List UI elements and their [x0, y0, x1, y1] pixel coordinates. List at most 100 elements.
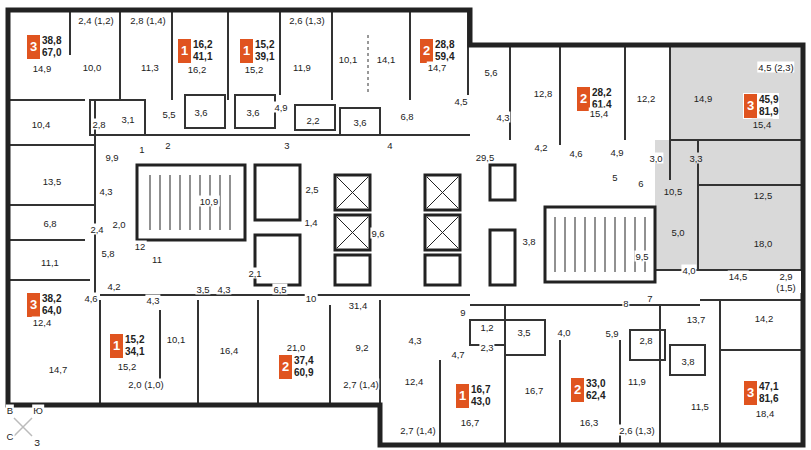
- area-label: 2,1: [247, 268, 262, 279]
- area-label: 4,6: [568, 148, 583, 159]
- living-area: 15,2: [125, 334, 144, 346]
- area-label: 11,1: [40, 257, 60, 268]
- total-area: 34,1: [125, 346, 144, 358]
- area-label: 15,4: [752, 119, 773, 130]
- area-label: Ю: [32, 405, 44, 416]
- area-label: 14,9: [32, 63, 53, 74]
- area-label: 2,8: [638, 335, 653, 346]
- living-area: 28,2: [592, 87, 611, 99]
- area-label: 5: [611, 172, 618, 183]
- area-column: 16,743,0: [469, 384, 490, 408]
- living-area: 33,0: [586, 378, 605, 390]
- area-label: 6,8: [42, 218, 57, 229]
- area-label: 2,4 (1,2): [77, 15, 114, 26]
- area-label: 4,6: [83, 293, 98, 304]
- apartment-badge: 116,241,1: [177, 38, 213, 64]
- area-label: 10,1: [338, 54, 359, 65]
- area-label: 3,6: [193, 107, 208, 118]
- room-count: 3: [744, 381, 757, 405]
- area-label: 2,8 (1,4): [129, 15, 166, 26]
- apartment-badge: 345,981,9: [743, 93, 779, 119]
- area-label: 4,3: [145, 295, 160, 306]
- area-label: 2,4: [89, 224, 104, 235]
- area-label: 10,0: [82, 62, 103, 73]
- area-label: 14,9: [693, 93, 714, 104]
- area-label: 11,9: [627, 376, 647, 387]
- area-column: 45,981,9: [757, 94, 778, 118]
- area-label: 4: [386, 140, 393, 151]
- apartment-badge: 237,460,9: [278, 354, 314, 380]
- area-label: 3,6: [352, 117, 367, 128]
- living-area: 38,2: [42, 293, 61, 305]
- area-label: 9,2: [354, 342, 369, 353]
- apartment-badge: 338,264,0: [26, 292, 62, 318]
- area-label: 9,9: [104, 152, 119, 163]
- area-label: 4,2: [533, 142, 548, 153]
- area-column: 38,264,0: [40, 293, 61, 317]
- living-area: 15,2: [255, 39, 274, 51]
- area-label: З: [33, 437, 41, 448]
- area-label: С: [6, 431, 15, 442]
- area-label: 2,0: [111, 219, 126, 230]
- area-label: 2,8: [91, 119, 106, 130]
- area-label: 4,9: [609, 147, 624, 158]
- area-label: 1,4: [303, 217, 318, 228]
- area-label: 13,5: [42, 176, 63, 187]
- area-label: 11,3: [140, 62, 160, 73]
- area-label: 4,2: [106, 281, 121, 292]
- area-label: 12,2: [636, 93, 657, 104]
- area-label: 11,9: [292, 62, 312, 73]
- area-label: 6: [637, 178, 644, 189]
- living-area: 47,1: [759, 381, 778, 393]
- room-count: 1: [456, 384, 469, 408]
- area-column: 37,460,9: [292, 355, 313, 379]
- area-label: 2,0 (1,0): [127, 379, 164, 390]
- living-area: 37,4: [294, 355, 313, 367]
- total-area: 67,0: [42, 47, 61, 59]
- area-label: 4,3: [216, 284, 231, 295]
- area-label: 3,0: [648, 153, 663, 164]
- area-label: 7: [646, 293, 653, 304]
- area-label: 5,9: [604, 328, 619, 339]
- area-label: 14,2: [754, 313, 775, 324]
- area-label: 14,1: [376, 54, 397, 65]
- area-label: 5,6: [483, 67, 498, 78]
- living-area: 45,9: [759, 94, 778, 106]
- area-label: 10,1: [166, 334, 187, 345]
- area-label: 9,5: [634, 251, 649, 262]
- area-column: 15,239,1: [253, 39, 274, 63]
- area-label: 8: [622, 298, 629, 309]
- area-column: 47,181,6: [757, 381, 778, 405]
- apartment-badge: 115,239,1: [239, 38, 275, 64]
- area-label: 4,3: [407, 335, 422, 346]
- total-area: 60,9: [294, 367, 313, 379]
- area-label: 15,4: [589, 108, 610, 119]
- area-label: 12,5: [753, 190, 774, 201]
- area-label: 11,5: [690, 401, 710, 412]
- area-label: 2,7 (1,4): [342, 379, 379, 390]
- total-area: 81,6: [759, 393, 778, 405]
- total-area: 43,0: [471, 396, 490, 408]
- area-label: 4,3: [98, 186, 113, 197]
- total-area: 39,1: [255, 51, 274, 63]
- area-label: 10,4: [31, 119, 52, 130]
- room-count: 3: [744, 94, 757, 118]
- area-label: 16,4: [219, 345, 240, 356]
- area-label: 5,0: [670, 227, 685, 238]
- area-label: 4,9: [273, 102, 288, 113]
- living-area: 38,8: [42, 35, 61, 47]
- area-label: 2,3: [479, 342, 494, 353]
- area-label: 9,6: [370, 228, 385, 239]
- area-label: 2,7 (1,4): [399, 425, 436, 436]
- total-area: 64,0: [42, 305, 61, 317]
- area-label: 15,2: [117, 361, 138, 372]
- area-label: 2: [164, 140, 171, 151]
- apartment-badge: 347,181,6: [743, 380, 779, 406]
- area-label: 14,7: [48, 364, 69, 375]
- area-label: 2,5: [304, 184, 319, 195]
- room-count: 2: [279, 355, 292, 379]
- living-area: 16,2: [193, 39, 212, 51]
- area-label: 4,3: [495, 112, 510, 123]
- total-area: 81,9: [759, 106, 778, 118]
